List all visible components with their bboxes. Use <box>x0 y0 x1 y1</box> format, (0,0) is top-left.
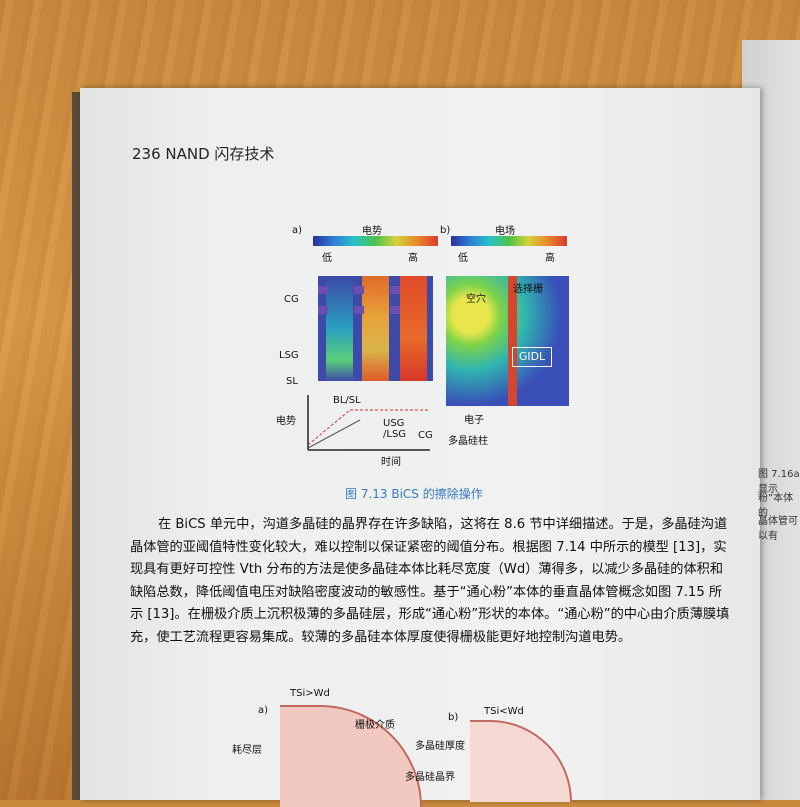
book-page <box>80 88 760 800</box>
hole-label: 空穴 <box>466 294 486 305</box>
lsg-label: LSG <box>279 350 299 361</box>
body-paragraph: 在 BiCS 单元中，沟道多晶硅的晶界存在许多缺陷，这将在 8.6 节中详细描述… <box>130 517 730 645</box>
usg-lsg-label: USG /LSG <box>383 418 407 440</box>
potential-simulation <box>318 276 433 381</box>
side-text-3: 晶体管可以有 <box>758 516 798 542</box>
gate-dielectric-label: 栅极介质 <box>355 720 395 731</box>
side-text-2: 粉”本体的 <box>758 493 794 519</box>
poly-thickness-label: 多晶硅厚度 <box>415 741 465 752</box>
low-label-a: 低 <box>322 253 332 264</box>
cg-label: CG <box>284 294 299 305</box>
y-axis-label: 电势 <box>276 416 296 427</box>
potential-title: 电势 <box>362 226 382 237</box>
side-text-1: 图 7.16a 显示 <box>758 469 800 495</box>
tsi-b-label: TSi<Wd <box>484 706 524 717</box>
bl-sl-label: BL/SL <box>333 395 361 406</box>
sl-label: SL <box>286 376 298 387</box>
fig-label-b: b) <box>440 225 451 236</box>
depletion-label: 耗尽层 <box>232 745 262 756</box>
gidl-box: GIDL <box>512 347 552 367</box>
high-label-b: 高 <box>545 253 555 264</box>
page-header: 236 NAND 闪存技术 <box>132 145 275 163</box>
figure-caption: 图 7.13 BiCS 的擦除操作 <box>345 487 483 501</box>
field-colorbar <box>451 236 567 246</box>
select-gate-bar <box>508 276 517 406</box>
high-label-a: 高 <box>408 253 418 264</box>
potential-time-plot <box>307 395 430 451</box>
field-title: 电场 <box>495 226 515 237</box>
potential-colorbar <box>313 236 438 246</box>
fig2-label-a: a) <box>258 705 269 716</box>
cg2-label: CG <box>418 430 433 441</box>
grain-boundary-label: 多晶硅晶界 <box>405 772 455 783</box>
field-simulation <box>446 276 569 406</box>
tsi-a-label: TSi>Wd <box>290 688 330 699</box>
electron-label: 电子 <box>464 415 484 426</box>
pillar-label: 多晶硅柱 <box>448 436 488 447</box>
fig2-label-b: b) <box>448 712 459 723</box>
low-label-b: 低 <box>458 253 468 264</box>
x-axis-label: 时间 <box>381 457 401 468</box>
select-gate-label: 选择栅 <box>513 284 543 295</box>
fig-label-a: a) <box>292 225 303 236</box>
